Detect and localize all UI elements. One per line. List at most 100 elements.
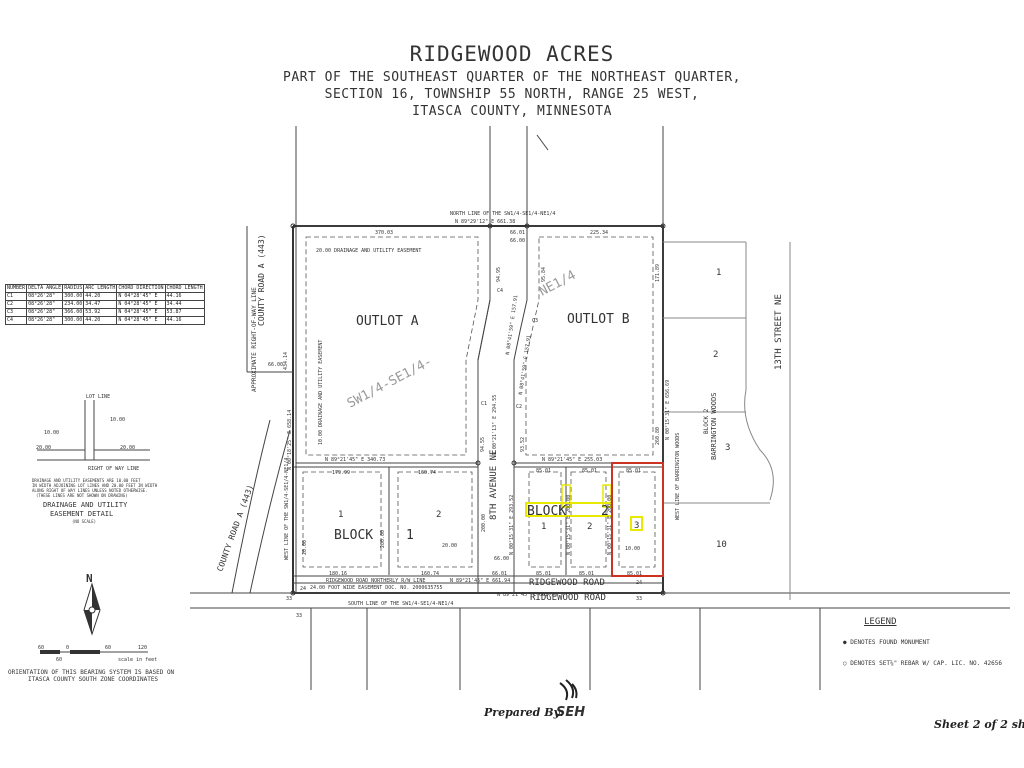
table-cell: 44.20 (83, 292, 118, 301)
map-label: DRAINAGE AND UTILITY (43, 501, 128, 509)
dim-33b: 33 (286, 596, 292, 602)
dim-85c: 85.01 (626, 468, 641, 474)
table-cell: 08°26'28" (26, 292, 64, 301)
dim-171: 171.89 (655, 264, 661, 282)
table-cell: NUMBER (4, 284, 28, 293)
dim-66c: 66.00 (494, 556, 509, 562)
south-bearing: N 89°21'45" E 661.96 (497, 592, 557, 598)
drainage-note: 20.00 DRAINAGE AND UTILITY EASEMENT (316, 248, 421, 254)
dim-225: 225.34 (590, 230, 608, 236)
lot-2-block-2: 2 (587, 522, 592, 532)
street-8th-avenue: 8TH AVENUE NE (489, 450, 499, 520)
dim-160b: 160.74 (421, 571, 439, 577)
map-label: scale in feet (118, 657, 157, 663)
table-cell: C3 (4, 308, 28, 317)
dim-20a: 20.00 (442, 543, 457, 549)
curve-c2: C2 (516, 404, 522, 410)
table-cell: 300.00 (62, 316, 85, 325)
north-bearing: N 89°29'12" E 661.38 (455, 219, 515, 225)
dim-24b: 24 (636, 580, 642, 586)
lot-3-block-2: 3 (634, 521, 639, 531)
right-of-way-label: APPROXIMATE RIGHT-OF-WAY LINE (251, 287, 258, 392)
lot-2-block-1: 2 (436, 510, 441, 520)
ridgewood-road-label-south: RIDGEWOOD ROAD (530, 593, 606, 603)
dim-93: 93.52 (520, 437, 526, 452)
plat-title: RIDGEWOOD ACRES (409, 42, 615, 66)
block-2-number: 2 (601, 504, 609, 519)
ridgewood-north-line: RIDGEWOOD ROAD NORTHERLY R/W LINE (326, 578, 425, 584)
dim-24a: 24 (300, 586, 306, 592)
west-line-label: WEST LINE OF THE SW1/4-SE1/4-NE1/4 (284, 458, 290, 560)
easement-doc: 24.00 FOOT WIDE EASEMENT DOC. NO. 200063… (310, 585, 442, 591)
block-2-label: BLOCK (527, 504, 566, 519)
legend-set-rebar: ○ DENOTES SET⅝" REBAR W/ CAP. LIC. NO. 4… (843, 660, 1002, 667)
dim-180: 180.16 (329, 571, 347, 577)
dim-370: 370.03 (375, 230, 393, 236)
table-cell: DELTA ANGLE (26, 284, 64, 293)
map-label: 60 (38, 645, 44, 651)
legend-title: LEGEND (864, 617, 897, 627)
bearing-200b: N 00°15'31" E 200.00 (607, 495, 613, 555)
bearing-293: N 00°15'31" E 293.52 (509, 495, 515, 555)
dim-66d: 66.01 (492, 571, 507, 577)
barrington-lot-10: 10 (716, 540, 727, 550)
table-cell: N 04°28'45" E (116, 308, 166, 317)
map-label: ALONG RIGHT OF WAY LINES UNLESS NOTED OT… (32, 488, 148, 493)
map-label: 10.00 (44, 430, 59, 436)
ridgewood-north-bearing: N 89°21'45" E 661.94 (450, 578, 510, 584)
table-cell: 300.00 (62, 292, 85, 301)
plat-subtitle-3: ITASCA COUNTY, MINNESOTA (412, 104, 612, 119)
table-cell: 44.16 (164, 316, 205, 325)
seh-logo: SEH (556, 679, 585, 720)
dim-160a: 160.74 (418, 470, 436, 476)
curve-c1: C1 (481, 401, 487, 407)
dim-66e: 66.00 (268, 362, 283, 368)
lot-1-block-1: 1 (338, 510, 343, 520)
map-label: 0 (66, 645, 69, 651)
dim-95: 95.84 (541, 267, 547, 282)
dim-434: 434.14 (283, 352, 289, 370)
table-cell: 53.92 (83, 308, 118, 317)
plat-subtitle-1: PART OF THE SOUTHEAST QUARTER OF THE NOR… (283, 70, 741, 85)
dim-85f: 85.01 (627, 571, 642, 577)
table-cell: RADIUS (62, 284, 85, 293)
table-cell: 44.20 (83, 316, 118, 325)
block-2-side-label: BLOCK 2 (703, 408, 710, 434)
curve-table: NUMBER DELTA ANGLE RADIUS ARC LENGTH CHO… (4, 284, 205, 325)
table-cell: C1 (4, 292, 28, 301)
dim-200a: 200.00 (380, 530, 386, 548)
dim-179: 179.99 (332, 470, 350, 476)
prepared-by: Prepared By: (484, 706, 564, 719)
dim-10: 10.00 (625, 546, 640, 552)
table-cell: CHORD LENGTH (164, 284, 205, 293)
map-label: (THESE LINES ARE NOT SHOWN ON DRAWING) (36, 493, 128, 498)
map-label: 10.00 (110, 417, 125, 423)
map-label: 60 (105, 645, 111, 651)
lot-3-highlight (611, 462, 664, 577)
block-1-number: 1 (406, 528, 414, 543)
barrington-lot-3: 3 (725, 443, 730, 453)
bearing-200: N 00°15'31" E 200.00 (566, 495, 572, 555)
dim-33a: 33 (296, 613, 302, 619)
map-label: 120 (138, 645, 147, 651)
map-label: SEH (556, 705, 585, 720)
map-label: (NO SCALE) (72, 519, 96, 524)
table-cell: 08°26'28" (26, 300, 64, 309)
bearing-157b: N 08°41'59" E 157.91 (518, 335, 532, 395)
map-label: 60 (56, 657, 62, 663)
dim-85e: 85.01 (579, 571, 594, 577)
outlot-a-label: OUTLOT A (356, 314, 419, 329)
barrington-woods-label: BARRINGTON WOODS (710, 393, 718, 460)
dim-260: 260.80 (655, 427, 661, 445)
county-road-label: COUNTY ROAD A (443) (257, 234, 266, 326)
table-cell: 53.87 (164, 308, 205, 317)
table-cell: C2 (4, 300, 28, 309)
table-cell: 08°26'28" (26, 308, 64, 317)
east-bearing: N 00°15'31" E 656.69 (665, 380, 671, 440)
curve-c4: C4 (497, 288, 503, 294)
legend-found-monument: ● DENOTES FOUND MONUMENT (843, 639, 930, 646)
table-cell: 44.16 (164, 292, 205, 301)
outlot-b-south-bearing: N 89°21'45" E 255.03 (542, 457, 602, 463)
